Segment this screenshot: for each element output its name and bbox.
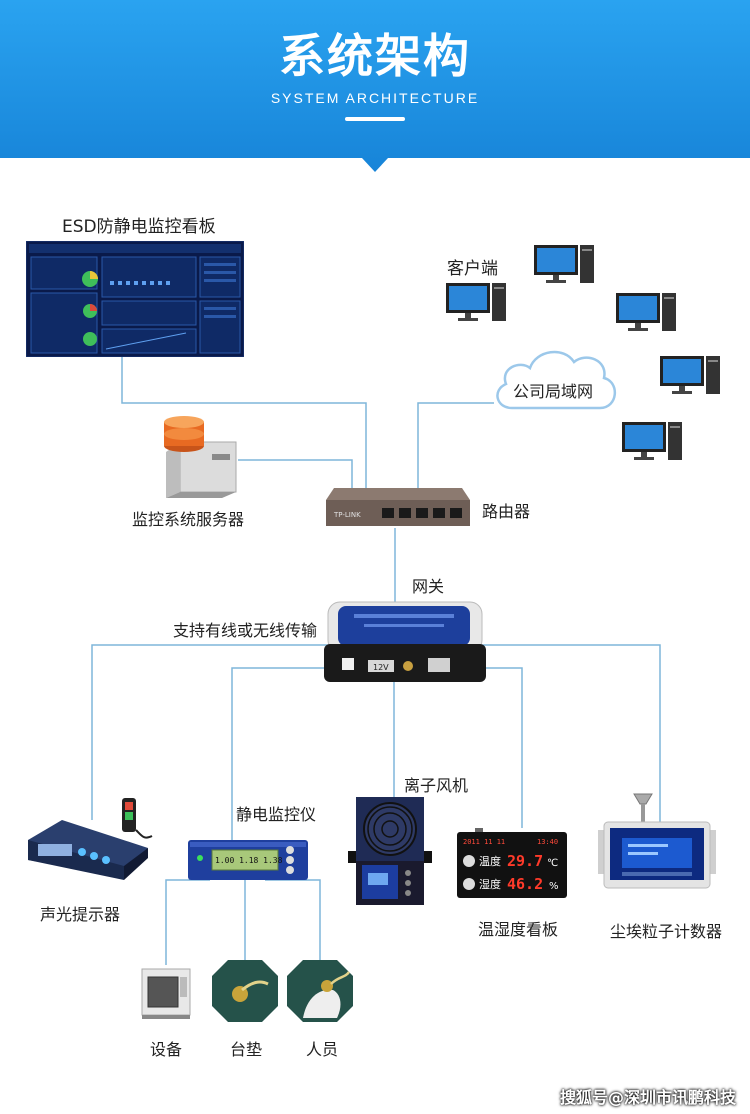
client-computer-icon (616, 293, 676, 331)
router-brand: TP-LINK (333, 511, 361, 519)
equipment-label: 设备 (150, 1040, 183, 1059)
lan-label: 公司局域网 (513, 382, 594, 401)
client-computer-icon (660, 356, 720, 394)
equipment-icon (141, 968, 191, 1019)
board-temp-value: 29.7 (507, 852, 543, 870)
board-hum-unit: % (549, 881, 559, 892)
client-label: 客户端 (447, 259, 498, 279)
mat-icon (212, 960, 278, 1022)
page-title: 系统架构 (279, 29, 471, 83)
alarm-device-icon (28, 798, 153, 880)
board-temp-unit: ℃ (547, 858, 558, 869)
th-board-label: 温湿度看板 (478, 920, 559, 939)
board-hum-label: 湿度 (479, 877, 501, 891)
temperature-humidity-board: 2011 11 11 13:40 温度 29.7 ℃ 湿度 46.2 % (457, 828, 567, 898)
esd-board-label: ESD防静电监控看板 (62, 217, 216, 237)
header-banner: 系统架构 SYSTEM ARCHITECTURE (0, 0, 750, 172)
cloud-icon (496, 350, 616, 410)
title-underline (345, 117, 405, 121)
router-icon: TP-LINK (326, 488, 470, 526)
dust-counter-icon (598, 793, 716, 889)
transmission-label: 支持有线或无线传输 (173, 621, 318, 640)
personnel-label: 人员 (306, 1040, 339, 1059)
esd-dashboard-screen (26, 241, 244, 357)
dust-counter-label: 尘埃粒子计数器 (610, 922, 723, 941)
client-computer-icon (622, 422, 682, 460)
client-computer-icon (534, 245, 594, 283)
gateway-icon: 12V (324, 601, 486, 682)
gateway-port-label: 12V (373, 663, 389, 672)
board-date: 2011 11 11 (463, 838, 505, 846)
gateway-label: 网关 (412, 577, 445, 596)
board-temp-label: 温度 (479, 854, 501, 868)
ion-fan-icon (348, 797, 432, 905)
ion-fan-label: 离子风机 (404, 776, 469, 795)
static-monitor-label: 静电监控仪 (236, 805, 317, 824)
server-label: 监控系统服务器 (132, 510, 245, 529)
client-computer-icon (446, 283, 506, 321)
database-server-icon (164, 416, 237, 498)
header-background (0, 0, 750, 172)
watermark: 搜狐号@深圳市讯鹏科技 (560, 1088, 737, 1107)
personnel-icon (287, 960, 353, 1022)
board-hum-value: 46.2 (507, 875, 543, 893)
mat-label: 台垫 (230, 1040, 263, 1059)
router-label: 路由器 (482, 502, 531, 521)
alarm-label: 声光提示器 (40, 905, 121, 924)
monitor-readout: 1.00 1.18 1.38 (215, 856, 283, 865)
board-time: 13:40 (537, 838, 558, 846)
page-subtitle: SYSTEM ARCHITECTURE (270, 90, 480, 106)
static-monitor-icon: 1.00 1.18 1.38 (188, 840, 308, 880)
